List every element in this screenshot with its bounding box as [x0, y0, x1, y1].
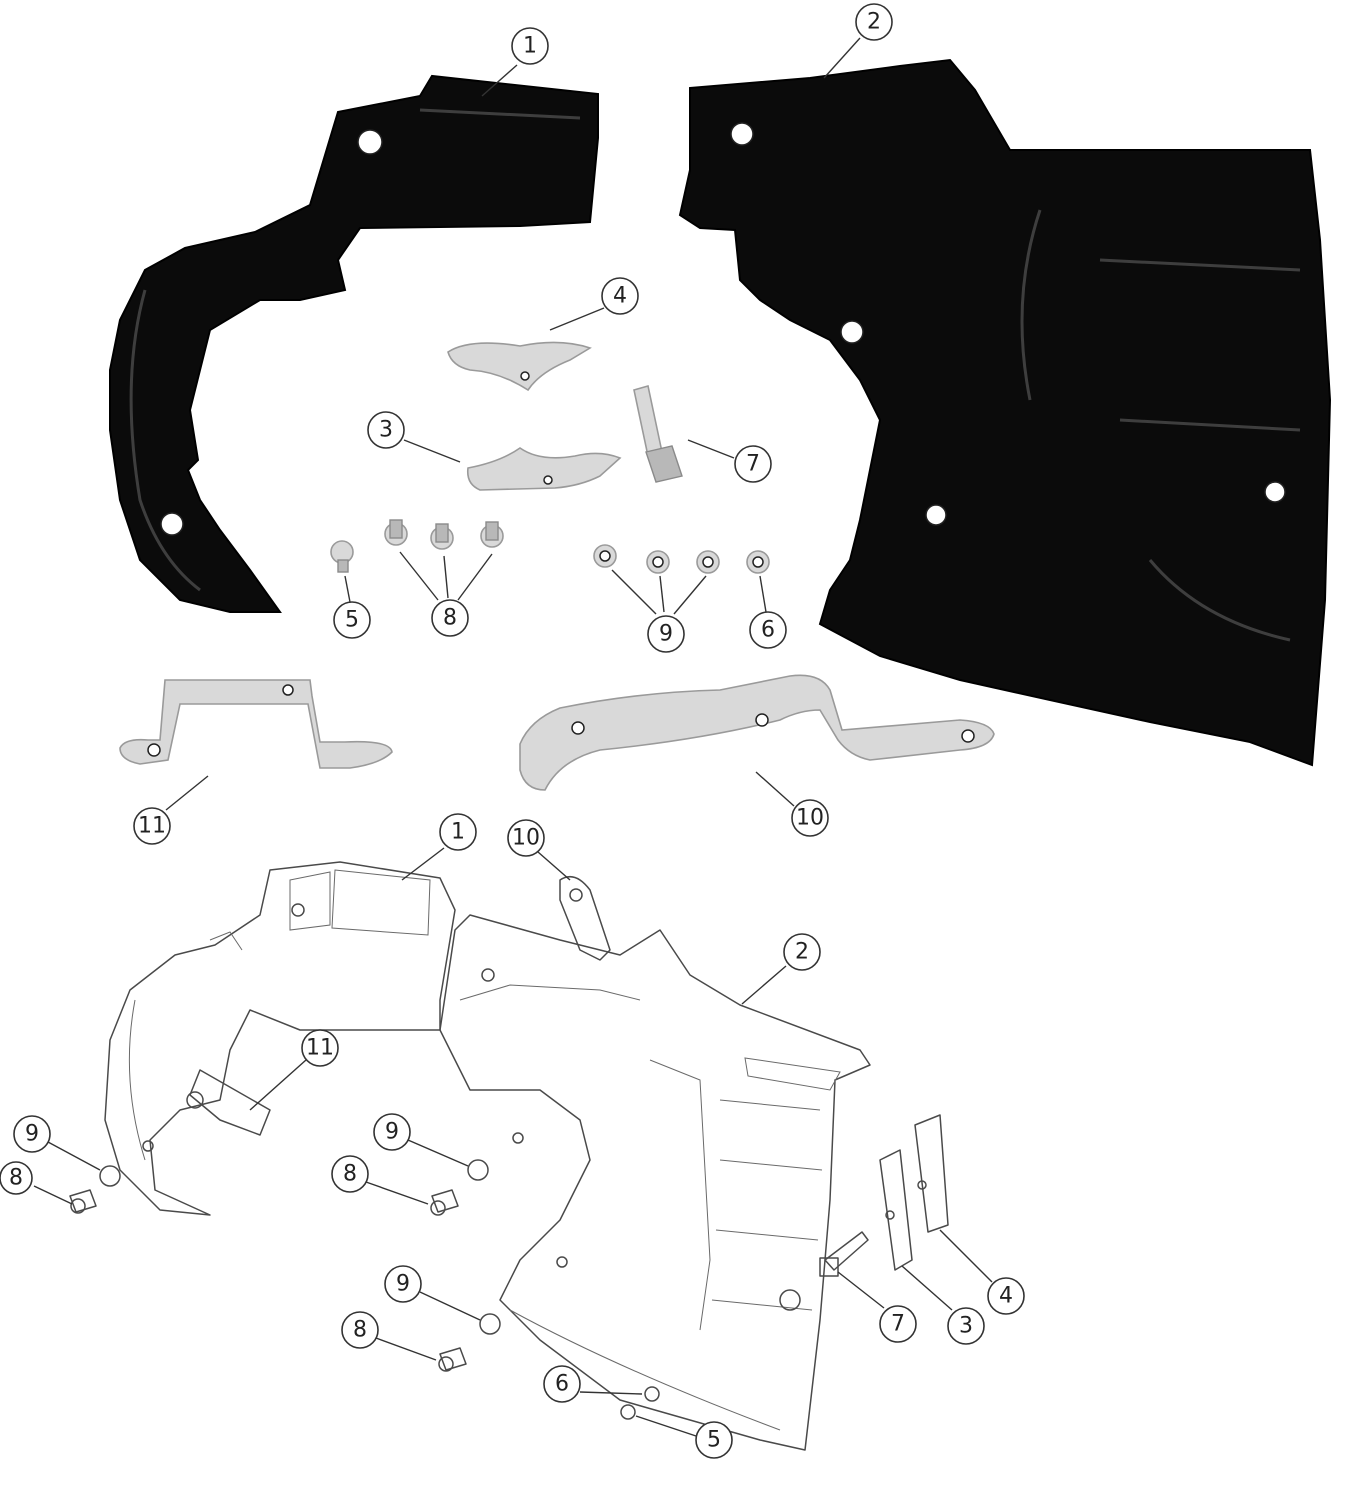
clamp-lower-part [466, 447, 622, 491]
svg-text:11: 11 [138, 814, 166, 839]
svg-text:10: 10 [796, 806, 824, 831]
curved-bracket-part [519, 674, 995, 791]
svg-text:4: 4 [613, 284, 627, 309]
callout-5: 5 [333, 575, 371, 639]
photo-callouts: 1 2 4 3 7 [133, 3, 893, 845]
drawing-callout-9b: 9 [373, 1113, 469, 1167]
svg-text:2: 2 [795, 940, 809, 965]
callout-8: 8 [399, 551, 493, 637]
drawing-callout-6: 6 [543, 1365, 643, 1403]
callout-11: 11 [133, 775, 209, 845]
drawing-callout-2: 2 [741, 933, 821, 1005]
callout-10: 10 [755, 771, 829, 837]
svg-text:9: 9 [396, 1272, 410, 1297]
svg-text:6: 6 [555, 1372, 569, 1397]
drawing-callout-7: 7 [837, 1271, 917, 1343]
svg-text:11: 11 [306, 1036, 334, 1061]
svg-text:3: 3 [959, 1314, 973, 1339]
drawing-callout-1: 1 [401, 813, 477, 881]
drawing-fasteners [69, 1159, 660, 1420]
callout-7: 7 [687, 439, 772, 483]
svg-text:9: 9 [385, 1120, 399, 1145]
left-cover-part [109, 74, 599, 613]
svg-text:4: 4 [999, 1284, 1013, 1309]
drawing-callout-9c: 9 [384, 1265, 481, 1321]
svg-text:7: 7 [891, 1312, 905, 1337]
drawing-callout-11: 11 [249, 1029, 339, 1111]
svg-text:8: 8 [9, 1166, 23, 1191]
exploded-drawing-section: 1 10 2 11 9 [0, 813, 1025, 1459]
svg-text:1: 1 [451, 820, 465, 845]
right-cover-part [678, 58, 1332, 767]
screws-part [384, 519, 504, 550]
svg-text:8: 8 [343, 1162, 357, 1187]
svg-text:9: 9 [25, 1122, 39, 1147]
drawing-callout-8a: 8 [0, 1161, 73, 1205]
svg-text:7: 7 [746, 452, 760, 477]
svg-text:5: 5 [345, 608, 359, 633]
svg-text:2: 2 [867, 10, 881, 35]
callout-9: 9 [611, 569, 707, 653]
clamp-upper-part [447, 341, 592, 392]
photo-section: 1 2 4 3 7 [109, 3, 1332, 845]
callout-6: 6 [749, 575, 787, 649]
callout-4: 4 [549, 277, 639, 331]
drawing-callout-5: 5 [635, 1415, 733, 1459]
svg-text:6: 6 [761, 618, 775, 643]
small-screw-part [330, 540, 354, 573]
svg-text:3: 3 [379, 418, 393, 443]
svg-text:1: 1 [523, 34, 537, 59]
drawing-callout-8c: 8 [341, 1311, 437, 1361]
callout-3: 3 [367, 411, 461, 463]
svg-text:8: 8 [443, 606, 457, 631]
callout-1: 1 [481, 27, 549, 97]
drawing-callout-4: 4 [939, 1229, 1025, 1315]
callout-2: 2 [823, 3, 893, 79]
svg-text:8: 8 [353, 1318, 367, 1343]
washers-part [593, 544, 770, 574]
drawing-callout-3: 3 [901, 1265, 985, 1345]
drawing-callout-8b: 8 [331, 1155, 429, 1205]
socket-bolt-part [633, 384, 683, 483]
svg-text:10: 10 [512, 826, 540, 851]
drawing-callout-10: 10 [507, 819, 571, 881]
svg-text:9: 9 [659, 622, 673, 647]
drawing-callouts: 1 10 2 11 9 [0, 813, 1025, 1459]
u-bracket-part [119, 679, 393, 769]
svg-text:5: 5 [707, 1428, 721, 1453]
drawing-callout-9a: 9 [13, 1115, 101, 1171]
